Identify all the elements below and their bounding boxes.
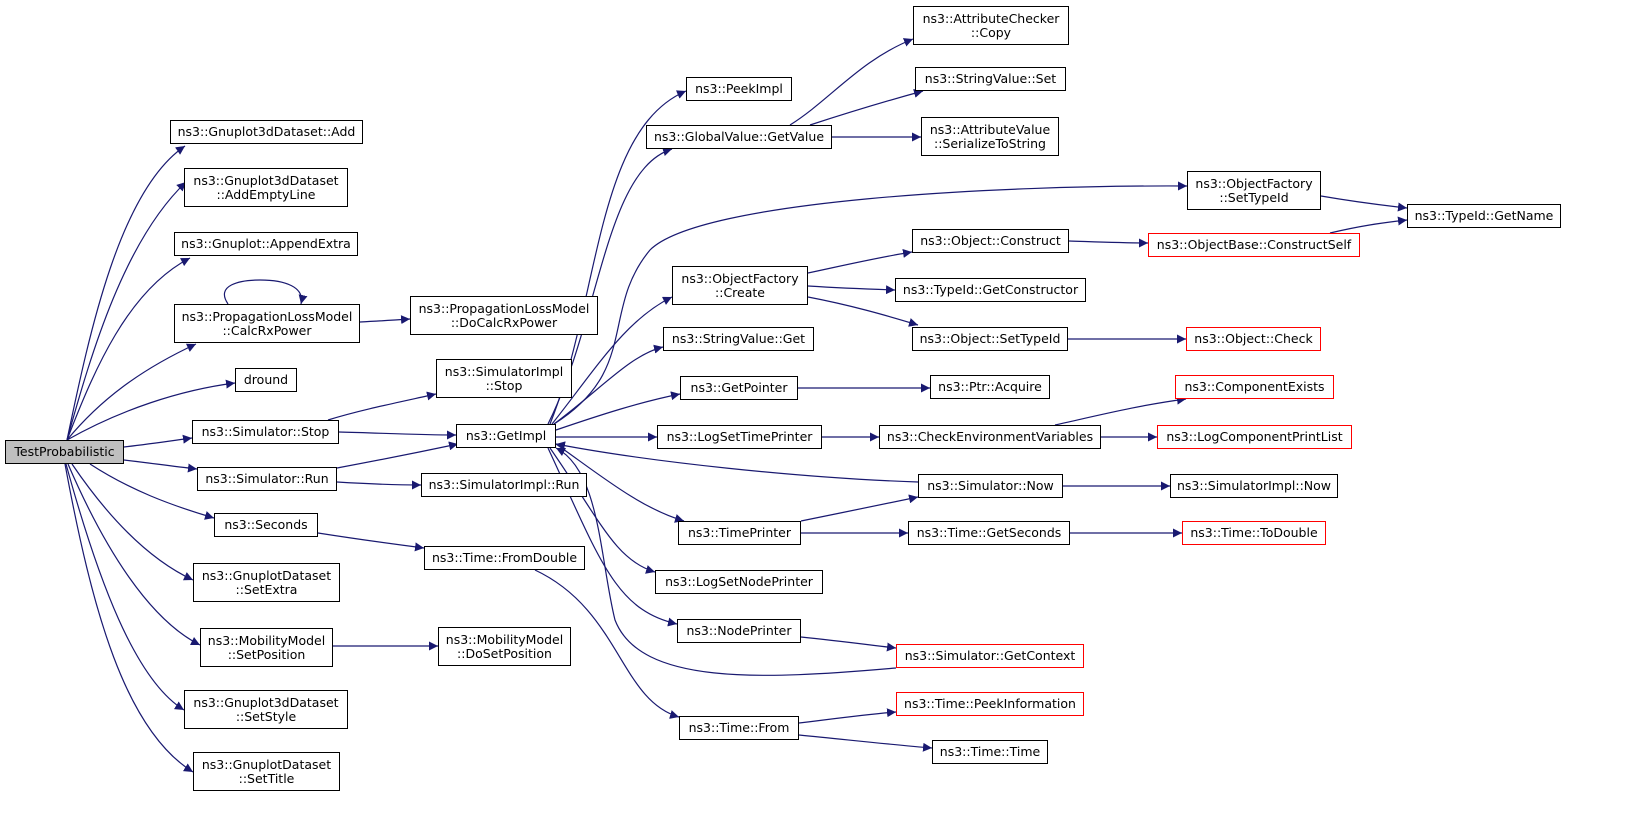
node-siminow[interactable]: ns3::SimulatorImpl::Now [1170, 474, 1338, 498]
edge-tp-g3ss [65, 463, 185, 711]
edge-getimpl-timeprinter [555, 443, 685, 523]
edge-timefrom-ttime [798, 734, 933, 752]
node-mmsp[interactable]: ns3::MobilityModel ::SetPosition [200, 628, 333, 667]
node-obcs[interactable]: ns3::ObjectBase::ConstructSelf [1148, 233, 1360, 257]
node-getpointer[interactable]: ns3::GetPointer [680, 376, 798, 400]
node-timefrom[interactable]: ns3::Time::From [679, 716, 799, 740]
node-getimpl[interactable]: ns3::GetImpl [456, 424, 556, 448]
node-fromdouble[interactable]: ns3::Time::FromDouble [424, 546, 585, 570]
edge-ofcreate-objsti [807, 296, 919, 327]
node-tp[interactable]: TestProbabilistic [5, 440, 124, 464]
node-objconstruct[interactable]: ns3::Object::Construct [912, 229, 1069, 253]
node-objsti[interactable]: ns3::Object::SetTypeId [912, 327, 1068, 351]
node-timeprinter[interactable]: ns3::TimePrinter [678, 521, 801, 545]
node-gae[interactable]: ns3::Gnuplot::AppendExtra [174, 232, 358, 256]
edge-ofcreate-objconstruct [807, 248, 913, 274]
edge-simgc-getimpl [555, 447, 897, 676]
edge-tp-g3ael [66, 181, 187, 441]
edge-tp-gdse [71, 463, 194, 581]
edge-plcrx-plmdo [359, 315, 411, 325]
node-simrun[interactable]: ns3::Simulator::Run [197, 467, 337, 491]
edge-getimpl-svget [553, 344, 664, 425]
node-tign[interactable]: ns3::TypeId::GetName [1407, 204, 1561, 228]
node-gvgv[interactable]: ns3::GlobalValue::GetValue [646, 125, 832, 149]
edge-gvgv-accopy [789, 38, 914, 126]
edge-getimpl-lsnp [549, 447, 656, 574]
node-lstp[interactable]: ns3::LogSetTimePrinter [657, 425, 822, 449]
node-avsts[interactable]: ns3::AttributeValue ::SerializeToString [921, 117, 1059, 156]
edge-seconds-fromdouble [317, 532, 425, 552]
edge-tp-mmsp [67, 463, 201, 646]
edge-timefrom-tpi [798, 708, 897, 724]
node-lsnp[interactable]: ns3::LogSetNodePrinter [655, 570, 823, 594]
edge-simrun-getimpl [336, 441, 459, 469]
edge-tp-simrun [123, 459, 198, 473]
node-accopy[interactable]: ns3::AttributeChecker ::Copy [913, 6, 1069, 45]
edge-simstop-getimpl [338, 430, 457, 440]
node-nodeprinter[interactable]: ns3::NodePrinter [677, 619, 801, 643]
edge-tp-seconds [89, 463, 215, 520]
node-ptracq[interactable]: ns3::Ptr::Acquire [930, 375, 1050, 399]
edge-objconstruct-obcs [1068, 238, 1149, 248]
edge-tp-dround [66, 379, 236, 441]
node-peekimpl[interactable]: ns3::PeekImpl [686, 77, 792, 101]
node-lcpl[interactable]: ns3::LogComponentPrintList [1157, 425, 1352, 449]
node-objcheck[interactable]: ns3::Object::Check [1186, 327, 1321, 351]
edge-gvgv-svset [809, 89, 924, 126]
edge-tp-g3add [66, 145, 186, 441]
edge-simnow-getimpl [555, 441, 919, 483]
node-g3ael[interactable]: ns3::Gnuplot3dDataset ::AddEmptyLine [184, 168, 348, 207]
node-tpi[interactable]: ns3::Time::PeekInformation [896, 692, 1084, 716]
edge-cev-compexists [1054, 395, 1187, 426]
node-dround[interactable]: dround [235, 368, 297, 392]
node-simnow[interactable]: ns3::Simulator::Now [918, 474, 1063, 498]
edge-fromdouble-timefrom [534, 569, 680, 719]
edge-tp-gdst [64, 463, 194, 773]
node-tgs[interactable]: ns3::Time::GetSeconds [908, 521, 1070, 545]
node-g3add[interactable]: ns3::Gnuplot3dDataset::Add [170, 120, 363, 144]
node-gdst[interactable]: ns3::GnuplotDataset ::SetTitle [193, 752, 340, 791]
edge-getimpl-ofsti [553, 181, 1188, 425]
node-gdse[interactable]: ns3::GnuplotDataset ::SetExtra [193, 563, 340, 602]
node-ttime[interactable]: ns3::Time::Time [932, 740, 1048, 764]
edge-ofcreate-tigc [807, 285, 896, 295]
edge-getimpl-getpointer [555, 391, 681, 431]
node-svset[interactable]: ns3::StringValue::Set [915, 67, 1066, 91]
edge-simrun-simimplrun [336, 480, 422, 490]
edge-obcs-tign [1329, 216, 1408, 234]
node-compexists[interactable]: ns3::ComponentExists [1175, 375, 1334, 399]
edge-tp-simstop [123, 434, 193, 448]
node-simimplstop[interactable]: ns3::SimulatorImpl ::Stop [436, 359, 572, 398]
node-g3ss[interactable]: ns3::Gnuplot3dDataset ::SetStyle [184, 690, 348, 729]
edge-simstop-simimplstop [327, 391, 437, 421]
node-simstop[interactable]: ns3::Simulator::Stop [192, 420, 339, 444]
edge-getimpl-ofcreate [551, 296, 673, 425]
node-plcrx[interactable]: ns3::PropagationLossModel ::CalcRxPower [174, 304, 360, 343]
edge-tp-plcrx [66, 343, 197, 441]
edge-plcrx-self [223, 279, 308, 305]
node-simgc[interactable]: ns3::Simulator::GetContext [896, 644, 1084, 668]
edge-timeprinter-simnow [800, 494, 919, 522]
edge-nodeprinter-simgc [800, 636, 897, 652]
edge-tp-gae [66, 257, 191, 441]
node-seconds[interactable]: ns3::Seconds [214, 513, 318, 537]
node-ttd[interactable]: ns3::Time::ToDouble [1182, 521, 1326, 545]
node-tigc[interactable]: ns3::TypeId::GetConstructor [895, 278, 1086, 302]
node-ofsti[interactable]: ns3::ObjectFactory ::SetTypeId [1187, 171, 1321, 210]
node-plmdo[interactable]: ns3::PropagationLossModel ::DoCalcRxPowe… [410, 296, 598, 335]
node-mmdsp[interactable]: ns3::MobilityModel ::DoSetPosition [438, 627, 571, 666]
edge-ofsti-tign [1320, 195, 1408, 212]
node-svget[interactable]: ns3::StringValue::Get [663, 327, 814, 351]
node-simimplrun[interactable]: ns3::SimulatorImpl::Run [421, 473, 587, 497]
node-cev[interactable]: ns3::CheckEnvironmentVariables [879, 425, 1101, 449]
node-ofcreate[interactable]: ns3::ObjectFactory ::Create [672, 266, 808, 305]
